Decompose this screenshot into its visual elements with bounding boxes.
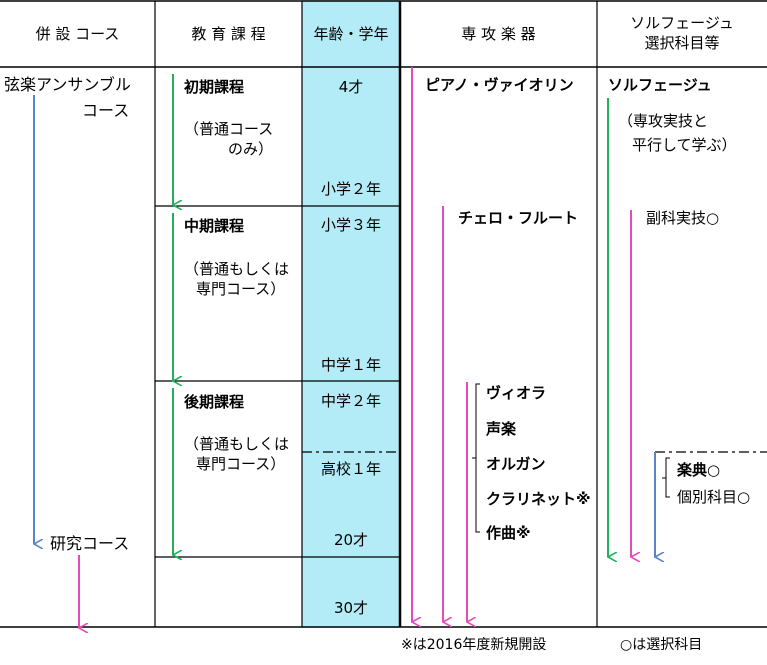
header-course: 併 設 コース (35, 25, 120, 43)
solfege-title: ソルフェージュ (608, 76, 712, 94)
individual-subject-elective: 個別科目○ (677, 488, 751, 506)
age-elem2: 小学２年 (320, 180, 381, 198)
middle-period-note1: （普通もしくは (184, 260, 290, 278)
instrument-organ: オルガン (486, 455, 546, 473)
sub-instrument-elective: 副科実技○ (646, 209, 720, 227)
footer-elective-note: ○は選択科目 (620, 637, 703, 653)
age-elem3: 小学３年 (320, 216, 381, 234)
footer-new-note: ※は2016年度新規開設 (401, 637, 547, 653)
elective-bracket (662, 457, 670, 498)
middle-period-note2: 専門コース） (196, 280, 286, 298)
age-junior2: 中学２年 (320, 392, 381, 410)
research-course: 研究コース (50, 534, 130, 553)
early-period-note1: （普通コース (184, 120, 274, 138)
age-20: 20才 (333, 531, 369, 549)
ensemble-course-line1: 弦楽アンサンブル (4, 75, 131, 94)
age-column-fill (302, 0, 400, 628)
middle-period-title: 中期課程 (184, 217, 245, 235)
instrument-composition: 作曲※ (486, 524, 531, 542)
header-age: 年齢・学年 (313, 25, 389, 43)
arrows (33, 67, 655, 628)
header-curriculum: 教 育 課 程 (191, 25, 266, 43)
early-period-note2: のみ） (228, 140, 274, 158)
header-instrument: 専 攻 楽 器 (461, 25, 536, 43)
instrument-voice: 声楽 (486, 420, 517, 438)
age-junior1: 中学１年 (320, 356, 381, 374)
age-high1: 高校１年 (320, 460, 381, 478)
late-period-note1: （普通もしくは (184, 435, 290, 453)
late-period-note2: 専門コース） (196, 455, 286, 473)
solfege-note2: 平行して学ぶ） (632, 136, 737, 154)
music-theory-elective: 楽典○ (677, 461, 721, 479)
early-period-title: 初期課程 (184, 78, 245, 96)
header-solfege-line2: 選択科目等 (644, 34, 720, 52)
instrument-clarinet: クラリネット※ (486, 490, 591, 508)
header-solfege-line1: ソルフェージュ (630, 14, 734, 32)
age-4: 4才 (338, 78, 364, 96)
age-30: 30才 (333, 599, 369, 617)
solfege-note1: （専攻実技と (618, 112, 709, 130)
instrument-piano-violin: ピアノ・ヴァイオリン (425, 76, 574, 94)
instrument-viola: ヴィオラ (486, 384, 547, 402)
table-grid (0, 0, 767, 628)
instrument-bracket (472, 383, 480, 533)
late-period-title: 後期課程 (184, 393, 245, 411)
ensemble-course-line2: コース (82, 101, 130, 120)
instrument-cello-flute: チェロ・フルート (458, 209, 579, 227)
